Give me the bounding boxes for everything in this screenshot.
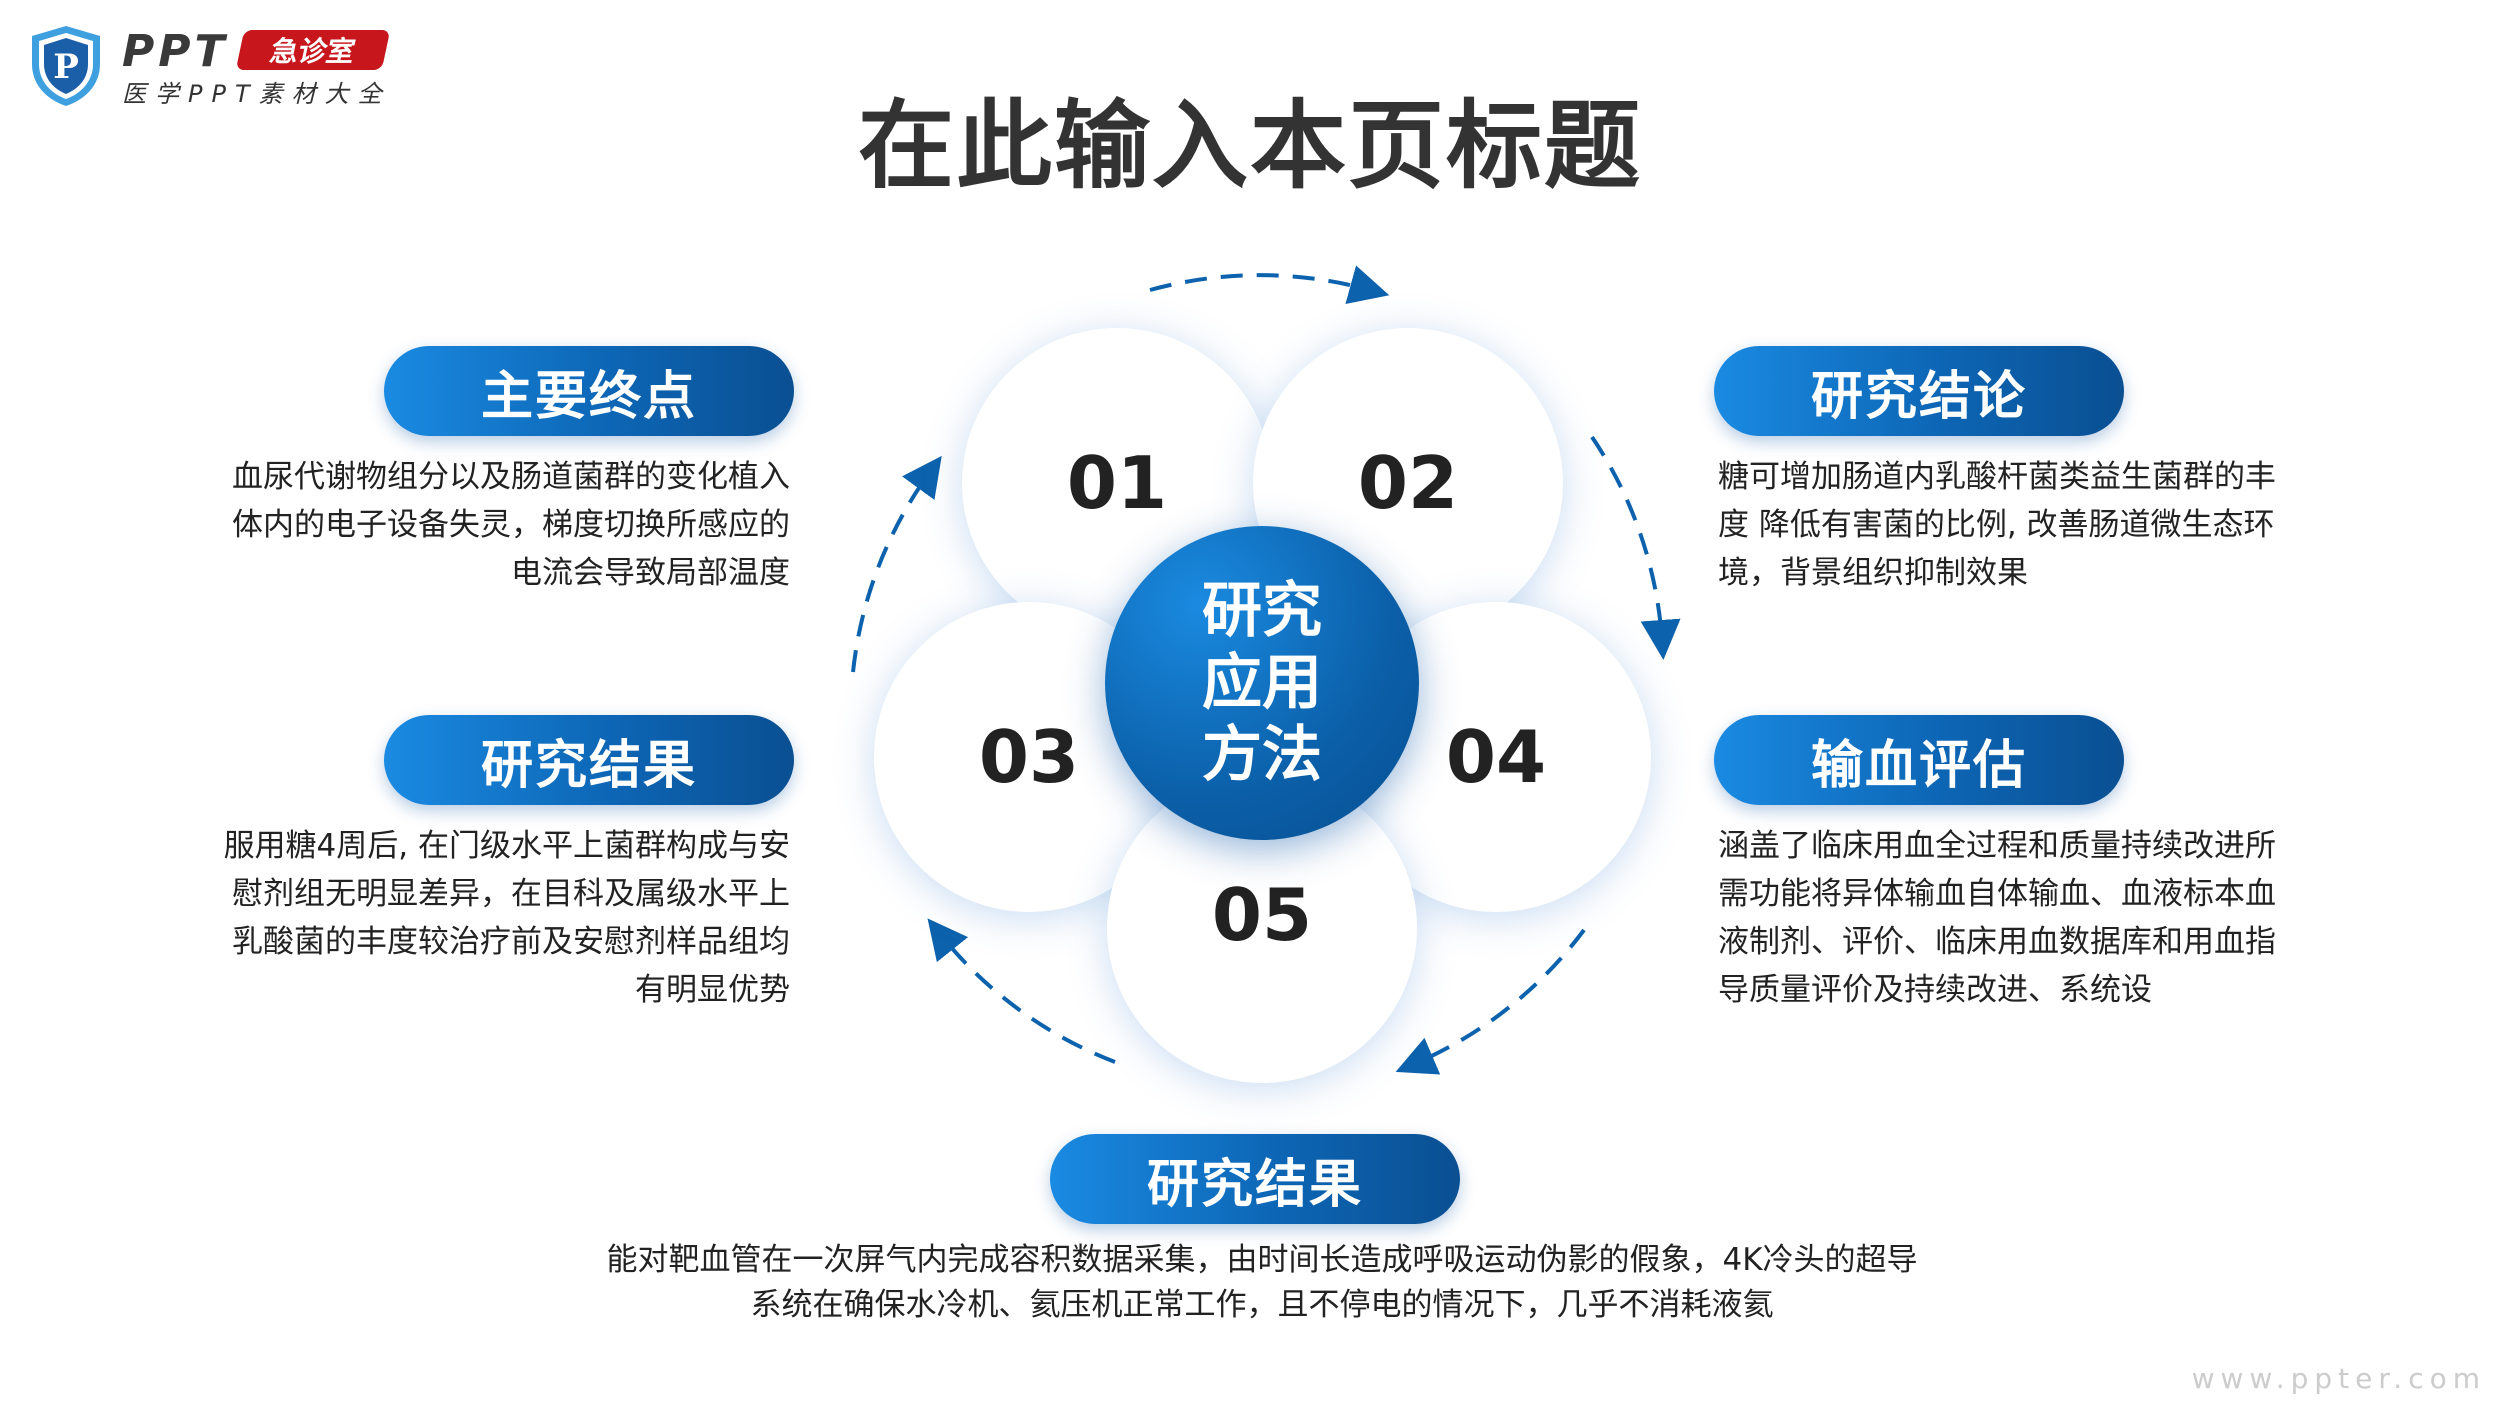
center-hub: 研究 应用 方法	[1105, 526, 1419, 840]
heading-primary-endpoint: 主要终点	[384, 346, 794, 436]
arrow-left	[851, 455, 942, 673]
text-transfusion: 涵盖了临床用血全过程和质量持续改进所需功能将异体输血自体输血、血液标本血液制剂、…	[1718, 828, 2276, 1008]
heading-conclusion: 研究结论	[1714, 346, 2124, 436]
watermark: www.ppter.com	[2191, 1362, 2486, 1395]
heading-results-bottom: 研究结果	[1050, 1134, 1460, 1224]
arrow-bottom-right	[1395, 928, 1586, 1075]
text-results: 服用糖4周后, 在门级水平上菌群构成与安慰剂组无明显差异，在目科及属级水平上乳酸…	[223, 828, 790, 1008]
text-conclusion: 糖可增加肠道内乳酸杆菌类益生菌群的丰度 降低有害菌的比例, 改善肠道微生态环境，…	[1718, 459, 2276, 591]
text-primary-endpoint: 血尿代谢物组分以及肠道菌群的变化植入体内的电子设备失灵，梯度切换所感应的电流会导…	[232, 459, 790, 591]
heading-transfusion: 输血评估	[1714, 715, 2124, 805]
arrow-bottom-left	[927, 918, 1116, 1064]
text-results-bottom: 能对靶血管在一次屏气内完成容积数据采集，由时间长造成呼吸运动伪影的假象，4K冷头…	[606, 1242, 1918, 1323]
arrow-right	[1590, 435, 1681, 660]
arrow-top	[1149, 265, 1390, 304]
heading-results: 研究结果	[384, 715, 794, 805]
page-title: 在此输入本页标题	[858, 90, 1642, 202]
logo-brand: PPT	[122, 26, 229, 77]
svg-text:P: P	[53, 47, 79, 87]
petal-05-label: 05	[1211, 873, 1313, 957]
center-label: 研究 应用 方法	[1202, 576, 1322, 790]
shield-logo-icon: P	[32, 26, 100, 106]
logo-subtitle: 医学PPT素材大全	[122, 80, 391, 108]
